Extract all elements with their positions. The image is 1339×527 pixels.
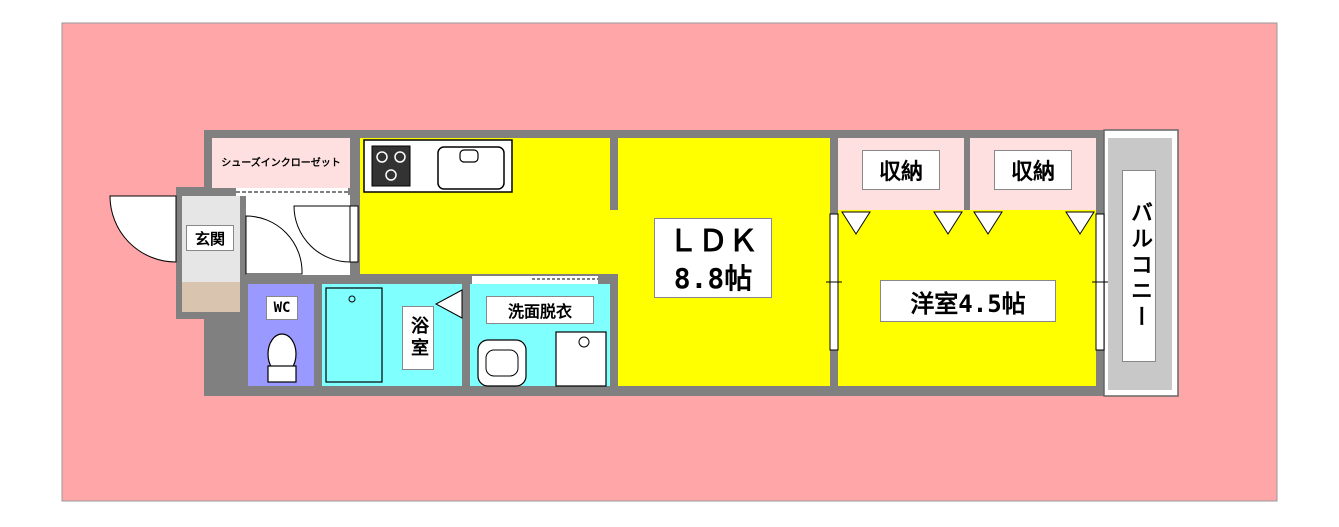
shoe-closet-label: シューズインクローゼット <box>221 150 341 172</box>
bath-label: 浴室 <box>402 306 434 370</box>
genkan-label: 玄関 <box>186 225 234 251</box>
toilet-tank <box>267 365 297 383</box>
wc-label: WC <box>266 296 298 320</box>
bathtub <box>325 287 383 383</box>
storage-label-2: 収納 <box>994 150 1072 190</box>
entry-floor <box>182 282 240 312</box>
closet-door-mark <box>841 211 871 235</box>
western-room-label: 洋室4.5帖 <box>880 280 1056 322</box>
closet-door-mark <box>973 211 1003 235</box>
kitchen-door-swing <box>293 205 351 263</box>
bath-door <box>434 289 463 319</box>
ldk-size-label: 8.8帖 <box>654 256 772 298</box>
closet-door-mark <box>933 211 963 235</box>
kitchen-ldk-link <box>608 210 620 274</box>
storage-label-1: 収納 <box>862 150 940 190</box>
corridor-door-swing <box>245 215 303 275</box>
closet-door-mark <box>1065 211 1095 235</box>
balcony-label: バルコニー <box>1122 170 1156 362</box>
washroom-label: 洗面脱衣 <box>486 296 594 324</box>
washing-machine <box>555 331 607 387</box>
entry-door-swing <box>109 195 177 263</box>
sink-icon <box>437 146 505 190</box>
ldk-name-label: ＬＤＫ <box>654 218 772 259</box>
